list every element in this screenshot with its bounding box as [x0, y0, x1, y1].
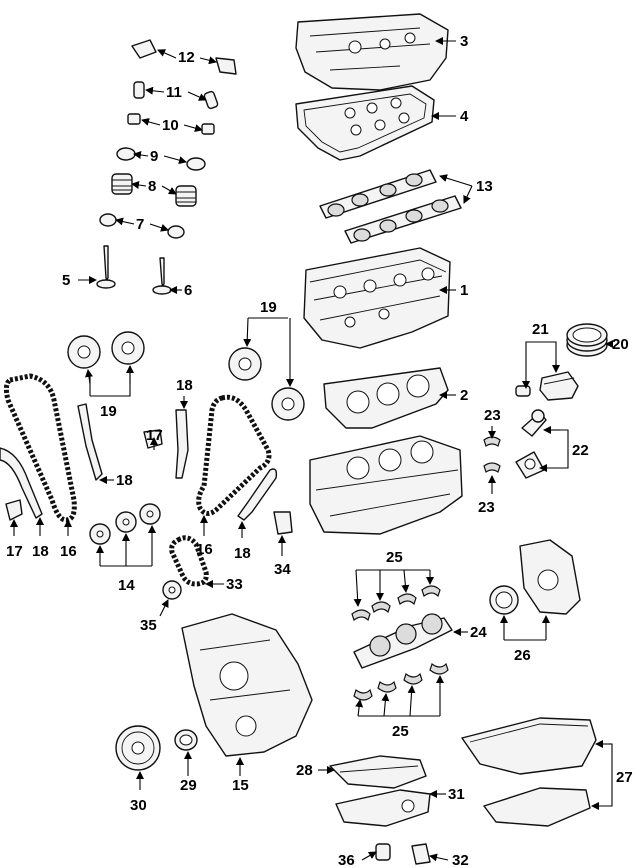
- rod-bearings[interactable]: [483, 436, 501, 473]
- intake-manifold[interactable]: [295, 13, 449, 91]
- chain-guide-left-tensioner[interactable]: [77, 403, 103, 481]
- timing-cover[interactable]: [181, 613, 313, 757]
- callout-4: 4: [460, 108, 469, 125]
- callout-22: 22: [572, 442, 589, 459]
- callout-18-upper: 18: [176, 377, 193, 394]
- callout-24: 24: [470, 624, 487, 641]
- oil-baffle[interactable]: [329, 755, 427, 789]
- rear-main-seal[interactable]: [489, 585, 519, 615]
- harmonic-balancer[interactable]: [115, 725, 161, 771]
- callout-13: 13: [476, 178, 493, 195]
- exhaust-valve[interactable]: [152, 257, 172, 295]
- callout-5: 5: [62, 272, 70, 289]
- rocker-arms[interactable]: [131, 39, 237, 75]
- idler-sprocket[interactable]: [162, 580, 182, 600]
- callout-19-right: 19: [260, 299, 277, 316]
- cam-phasers-right[interactable]: [228, 347, 305, 421]
- callout-31: 31: [448, 786, 465, 803]
- callout-9: 9: [150, 148, 158, 165]
- front-crank-seal[interactable]: [174, 729, 198, 751]
- main-bearings-lower[interactable]: [353, 662, 449, 701]
- callout-17-right: 17: [146, 427, 163, 444]
- timing-chain-primary[interactable]: [169, 535, 209, 587]
- callout-28: 30: [130, 797, 147, 814]
- head-gasket[interactable]: [323, 367, 449, 429]
- oil-pump[interactable]: [335, 789, 431, 827]
- intake-valve[interactable]: [96, 245, 116, 289]
- lash-adjusters[interactable]: [133, 81, 219, 110]
- timing-chain-right[interactable]: [196, 394, 272, 516]
- camshafts[interactable]: [319, 169, 462, 244]
- piston-rings[interactable]: [566, 323, 608, 357]
- callout-30: 28: [296, 762, 313, 779]
- cam-phasers-left[interactable]: [67, 331, 145, 369]
- leader-lines: [10, 37, 613, 862]
- valve-springs[interactable]: [111, 173, 197, 207]
- callout-15: 15: [232, 777, 249, 794]
- rear-seal-housing[interactable]: [519, 539, 581, 615]
- callout-27: 29: [180, 777, 197, 794]
- tensioner-bracket[interactable]: [273, 511, 293, 535]
- callout-19-left: 19: [100, 403, 117, 420]
- callout-21: 21: [532, 321, 549, 338]
- oil-level-sensor[interactable]: [411, 843, 431, 865]
- callout-33: 33: [226, 576, 243, 593]
- main-bearings-upper[interactable]: [351, 585, 441, 622]
- callout-11: 11: [166, 84, 182, 101]
- callout-23-lower: 23: [478, 499, 495, 516]
- callout-34: 34: [274, 561, 291, 578]
- callout-16-right: 16: [196, 541, 213, 558]
- timing-chain-left[interactable]: [3, 373, 77, 523]
- callout-10: 10: [162, 117, 179, 134]
- chain-tensioner-left[interactable]: [5, 499, 23, 521]
- callout-1: 1: [460, 282, 468, 299]
- callout-35: 35: [140, 617, 157, 634]
- callout-18-right: 18: [234, 545, 251, 562]
- oil-pan[interactable]: [461, 717, 597, 827]
- spring-retainers[interactable]: [116, 147, 206, 171]
- callout-3: 3: [460, 33, 468, 50]
- callout-23-upper: 23: [484, 407, 501, 424]
- callout-7: 7: [136, 216, 144, 233]
- callout-17-left: 17: [6, 543, 23, 560]
- callout-36: 36: [338, 852, 355, 868]
- callout-16-left: 16: [60, 543, 77, 560]
- callout-8: 8: [148, 178, 156, 195]
- valve-cover-gasket[interactable]: [295, 85, 435, 161]
- engine-block[interactable]: [309, 435, 463, 535]
- cylinder-head[interactable]: [303, 247, 451, 349]
- valve-stem-seals[interactable]: [99, 213, 185, 239]
- callout-32: 32: [452, 852, 469, 868]
- callout-20: 20: [612, 336, 629, 353]
- callout-25-upper: 25: [386, 549, 403, 566]
- callout-14: 14: [118, 577, 135, 594]
- crankshaft[interactable]: [353, 613, 453, 669]
- connecting-rods[interactable]: [515, 409, 547, 479]
- callout-26: 26: [514, 647, 531, 664]
- crank-sprockets[interactable]: [89, 503, 161, 545]
- callout-29: 27: [616, 769, 633, 786]
- chain-guide-right-lower[interactable]: [237, 468, 278, 521]
- callout-25-lower: 25: [392, 723, 409, 740]
- oil-pressure-sensor[interactable]: [375, 843, 391, 861]
- callout-labels: 3 4 13 1 2 20 21 22 23 23 12 11 10 9 8 7…: [6, 33, 633, 868]
- callout-2: 2: [460, 387, 468, 404]
- piston-assembly[interactable]: [515, 371, 579, 401]
- valve-keepers[interactable]: [127, 113, 215, 135]
- callout-18-left: 18: [32, 543, 49, 560]
- callout-6: 6: [184, 282, 192, 299]
- chain-guide-right-upper[interactable]: [175, 409, 189, 479]
- callout-18-mid: 18: [116, 472, 133, 489]
- callout-12: 12: [178, 49, 195, 66]
